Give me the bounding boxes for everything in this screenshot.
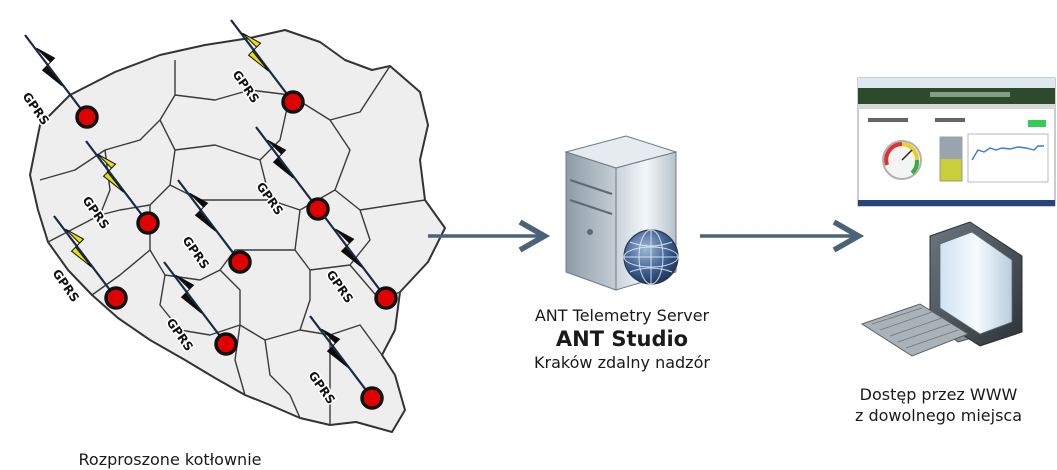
map-caption: Rozproszone kotłownie <box>78 450 262 469</box>
boiler-dot <box>360 386 384 410</box>
gprs-link <box>177 179 241 263</box>
server-caption: ANT Telemetry Server ANT Studio Kraków z… <box>492 305 752 373</box>
boiler-dot <box>228 250 252 274</box>
boiler-dot <box>214 332 238 356</box>
lightning-icon <box>36 47 63 87</box>
www-access-line: Dostęp przez WWW <box>859 385 1018 404</box>
lightning-icon <box>65 228 92 268</box>
gprs-link <box>255 126 319 210</box>
server-product-name: ANT Studio <box>555 327 689 351</box>
gprs-link <box>24 34 88 118</box>
province-borders <box>39 60 426 425</box>
gprs-label: GPRS <box>20 90 52 128</box>
boiler-dot <box>306 197 330 221</box>
desktop-computer-icon <box>860 221 1023 357</box>
lightning-icon <box>321 328 348 368</box>
server-icon <box>564 135 679 291</box>
lightning-icon <box>335 228 362 268</box>
boiler-dot <box>281 90 305 114</box>
gprs-link <box>323 215 387 299</box>
lightning-icon <box>175 274 202 314</box>
gprs-link <box>230 19 294 103</box>
gprs-link <box>53 215 117 299</box>
gprs-link <box>309 315 373 399</box>
www-anywhere-line: z dowolnego miejsca <box>854 406 1023 425</box>
server-name: ANT Telemetry Server <box>534 306 710 325</box>
lightning-icon <box>97 153 124 193</box>
lightning-icon <box>267 139 294 179</box>
lightning-icon <box>242 32 269 72</box>
web-dashboard-screenshot <box>857 77 1056 207</box>
gprs-link <box>85 140 149 224</box>
boiler-dot <box>374 286 398 310</box>
map-outline <box>29 29 446 433</box>
gprs-link <box>163 261 227 345</box>
poland-map <box>29 29 446 433</box>
boiler-dot <box>136 211 160 235</box>
boiler-dot <box>104 286 128 310</box>
www-caption: Dostęp przez WWW z dowolnego miejsca <box>820 384 1057 426</box>
boiler-dot <box>75 105 99 129</box>
lightning-icon <box>189 192 216 232</box>
server-location: Kraków zdalny nadzór <box>534 353 710 372</box>
trend-line <box>971 145 1044 161</box>
